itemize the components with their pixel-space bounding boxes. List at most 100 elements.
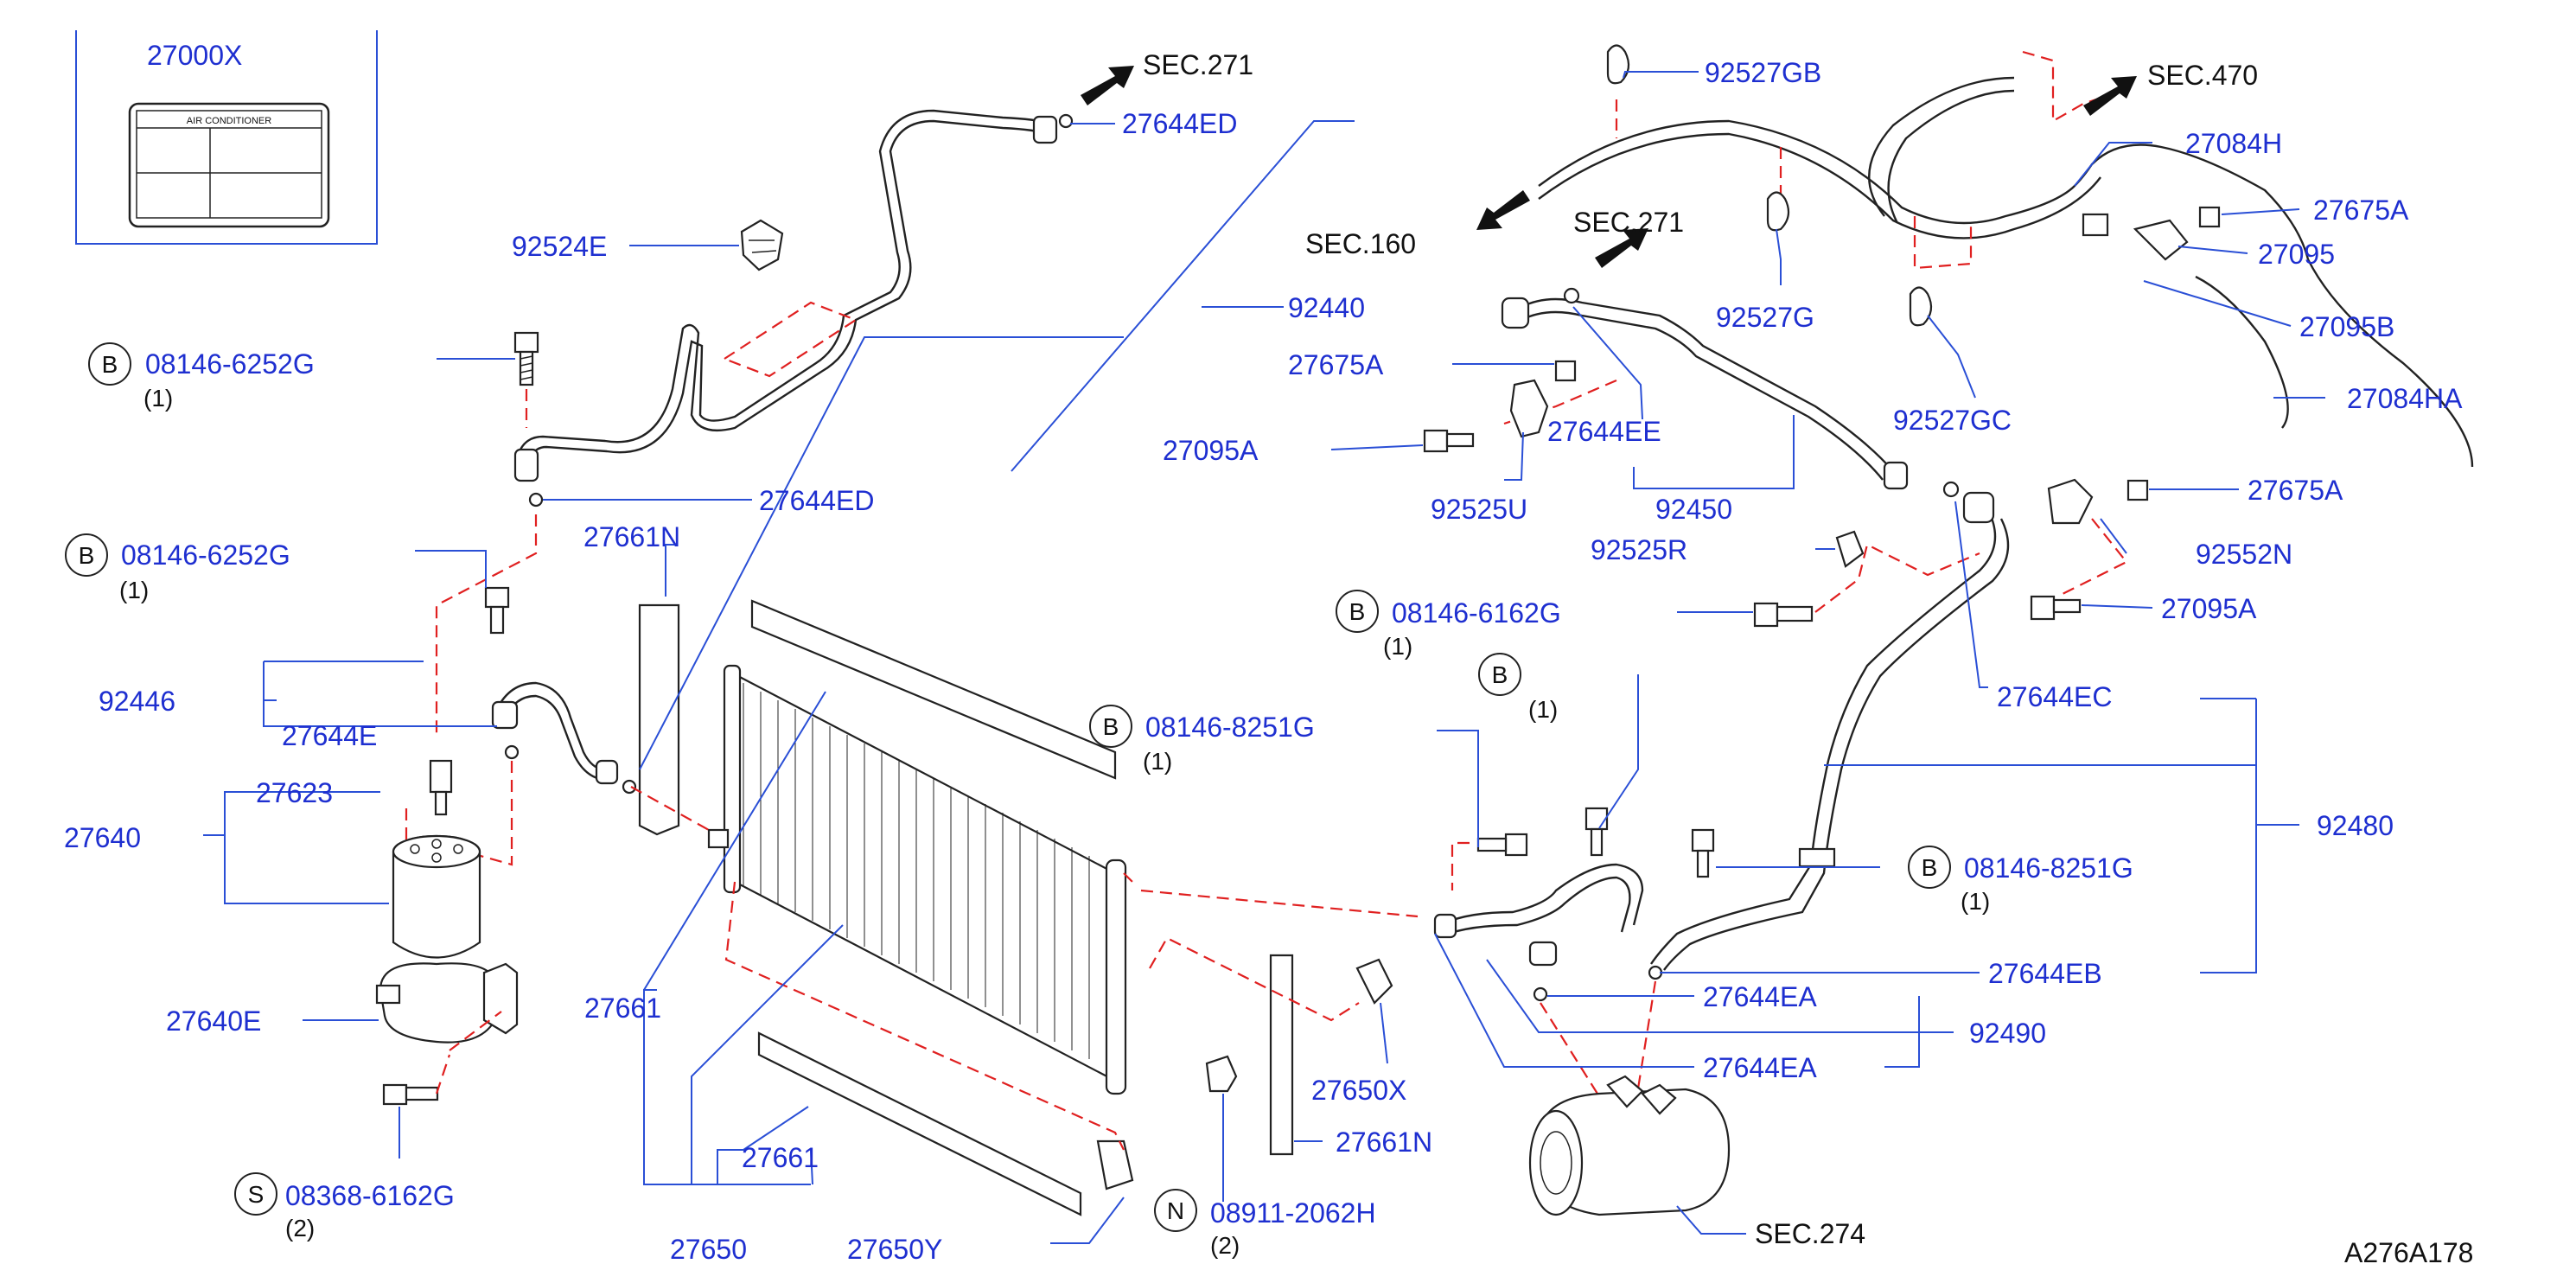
oring-27644EE bbox=[1563, 287, 1580, 304]
bolt-08146-8251G-c bbox=[1584, 807, 1609, 857]
part-92527GB[interactable]: 92527GB bbox=[1705, 57, 1821, 88]
bushing-08911 bbox=[1205, 1055, 1238, 1093]
part-27644EC[interactable]: 27644EC bbox=[1997, 681, 2112, 712]
sec-271-top[interactable]: SEC.271 bbox=[1143, 49, 1253, 80]
part-08146-8251G-a[interactable]: 08146-8251G bbox=[1145, 712, 1315, 743]
part-27095A-b[interactable]: 27095A bbox=[2161, 593, 2257, 624]
clip-92527GB bbox=[1606, 44, 1630, 85]
bolt-27095A-a bbox=[1423, 429, 1475, 453]
seal-bottom bbox=[757, 1031, 1082, 1216]
part-92480[interactable]: 92480 bbox=[2317, 810, 2394, 841]
part-27644ED-mid[interactable]: 27644ED bbox=[759, 485, 874, 516]
ac-label-caption: AIR CONDITIONER bbox=[187, 116, 271, 126]
part-27661N-left[interactable]: 27661N bbox=[583, 521, 680, 552]
bracket-92552N bbox=[2047, 478, 2094, 525]
part-27644EA-a[interactable]: 27644EA bbox=[1703, 981, 1817, 1012]
part-27640E[interactable]: 27640E bbox=[166, 1005, 261, 1037]
label-inset: 27000X AIR CONDITIONER bbox=[75, 30, 378, 245]
part-08911-2062H[interactable]: 08911-2062H bbox=[1210, 1197, 1376, 1229]
seal-27661N-left bbox=[638, 603, 680, 836]
pipe-92490-art bbox=[1433, 863, 1663, 1002]
pipe-92450-art bbox=[1501, 287, 1960, 498]
part-27675A-c[interactable]: 27675A bbox=[2248, 475, 2343, 506]
part-92450[interactable]: 92450 bbox=[1655, 494, 1732, 525]
part-08368-6162G[interactable]: 08368-6162G bbox=[285, 1180, 455, 1211]
part-27644EB[interactable]: 27644EB bbox=[1988, 958, 2102, 989]
part-08146-6252G-a[interactable]: 08146-6252G bbox=[145, 348, 315, 380]
svg-text:(1): (1) bbox=[143, 385, 173, 412]
badge-b1: B (1) bbox=[88, 342, 173, 412]
pipe-92446-art bbox=[491, 681, 637, 795]
part-92490[interactable]: 92490 bbox=[1969, 1018, 2046, 1049]
sec-470[interactable]: SEC.470 bbox=[2147, 60, 2258, 91]
leader-lines bbox=[203, 71, 2325, 1244]
dash-link bbox=[1451, 841, 1470, 890]
part-27661N-right[interactable]: 27661N bbox=[1336, 1127, 1432, 1158]
dash-link bbox=[1814, 543, 1980, 613]
badge-n1: N (2) bbox=[1154, 1189, 1240, 1259]
part-27084HA[interactable]: 27084HA bbox=[2347, 383, 2463, 414]
part-27095[interactable]: 27095 bbox=[2258, 239, 2335, 270]
arrow-sec470 bbox=[2083, 76, 2137, 116]
part-08146-6252G-b[interactable]: 08146-6252G bbox=[121, 539, 290, 571]
svg-text:N: N bbox=[1167, 1197, 1184, 1224]
sec-274[interactable]: SEC.274 bbox=[1755, 1218, 1865, 1249]
part-08146-6162G[interactable]: 08146-6162G bbox=[1392, 597, 1561, 629]
pipe-92440-art bbox=[513, 109, 1074, 482]
part-27644EE[interactable]: 27644EE bbox=[1547, 416, 1661, 447]
part-27640[interactable]: 27640 bbox=[64, 822, 141, 853]
condenser-fins bbox=[743, 683, 1090, 1059]
svg-text:B: B bbox=[79, 542, 95, 569]
part-92525U[interactable]: 92525U bbox=[1431, 494, 1527, 525]
bracket-27640E bbox=[375, 962, 519, 1044]
svg-text:(1): (1) bbox=[1528, 696, 1558, 723]
part-27661-a[interactable]: 27661 bbox=[584, 993, 661, 1024]
condenser-tank bbox=[1105, 859, 1127, 1095]
part-27675A-a[interactable]: 27675A bbox=[2313, 195, 2409, 226]
condenser-27650 bbox=[638, 599, 1393, 1216]
part-92527GC[interactable]: 92527GC bbox=[1893, 405, 2012, 436]
part-08146-8251G-b[interactable]: 08146-8251G bbox=[1964, 852, 2133, 884]
fitting-nut bbox=[1032, 115, 1058, 144]
harness-27084H bbox=[1538, 76, 2474, 468]
condenser-tank-left bbox=[723, 664, 742, 894]
part-92552N[interactable]: 92552N bbox=[2196, 539, 2292, 570]
dash-link bbox=[1632, 980, 1657, 1116]
part-92446[interactable]: 92446 bbox=[99, 686, 175, 717]
badge-b6: B (1) bbox=[1908, 846, 1990, 915]
svg-text:(1): (1) bbox=[1383, 633, 1412, 660]
clip-92527G bbox=[1766, 191, 1790, 232]
part-92524E[interactable]: 92524E bbox=[512, 231, 607, 262]
part-92527G[interactable]: 92527G bbox=[1716, 302, 1814, 333]
badge-s1: S (2) bbox=[234, 1172, 315, 1242]
svg-text:(1): (1) bbox=[119, 577, 149, 603]
part-27650[interactable]: 27650 bbox=[670, 1234, 747, 1265]
inset-frame bbox=[75, 30, 378, 245]
sec-160[interactable]: SEC.160 bbox=[1305, 228, 1416, 259]
pipe-92480-art bbox=[1650, 491, 2010, 971]
part-27644E[interactable]: 27644E bbox=[282, 720, 377, 751]
part-27644EA-b[interactable]: 27644EA bbox=[1703, 1052, 1817, 1083]
part-92440[interactable]: 92440 bbox=[1288, 292, 1365, 323]
bolt-08368-6162G bbox=[382, 1083, 439, 1106]
part-27095A-a[interactable]: 27095A bbox=[1163, 435, 1259, 466]
part-27644ED[interactable]: 27644ED bbox=[1122, 108, 1237, 139]
dash-link bbox=[724, 881, 1125, 1151]
part-27095B[interactable]: 27095B bbox=[2299, 311, 2394, 342]
part-27650Y[interactable]: 27650Y bbox=[847, 1234, 942, 1265]
part-27084H[interactable]: 27084H bbox=[2185, 128, 2282, 159]
badge-b3: B (1) bbox=[1089, 705, 1172, 775]
bolt-08146-8251G-b bbox=[1691, 828, 1715, 878]
dash-link bbox=[1140, 889, 1419, 918]
part-27000X[interactable]: 27000X bbox=[147, 40, 242, 71]
part-27661-b[interactable]: 27661 bbox=[742, 1142, 819, 1173]
part-92525R[interactable]: 92525R bbox=[1591, 534, 1687, 565]
sec-271-mid[interactable]: SEC.271 bbox=[1573, 207, 1684, 238]
dash-link bbox=[435, 514, 538, 735]
bolt-27095A-c bbox=[1753, 602, 1814, 628]
part-27675A-b[interactable]: 27675A bbox=[1288, 349, 1384, 380]
part-27650X[interactable]: 27650X bbox=[1311, 1075, 1406, 1106]
part-27623[interactable]: 27623 bbox=[256, 777, 333, 808]
oring-27644ED-mid bbox=[528, 492, 544, 507]
